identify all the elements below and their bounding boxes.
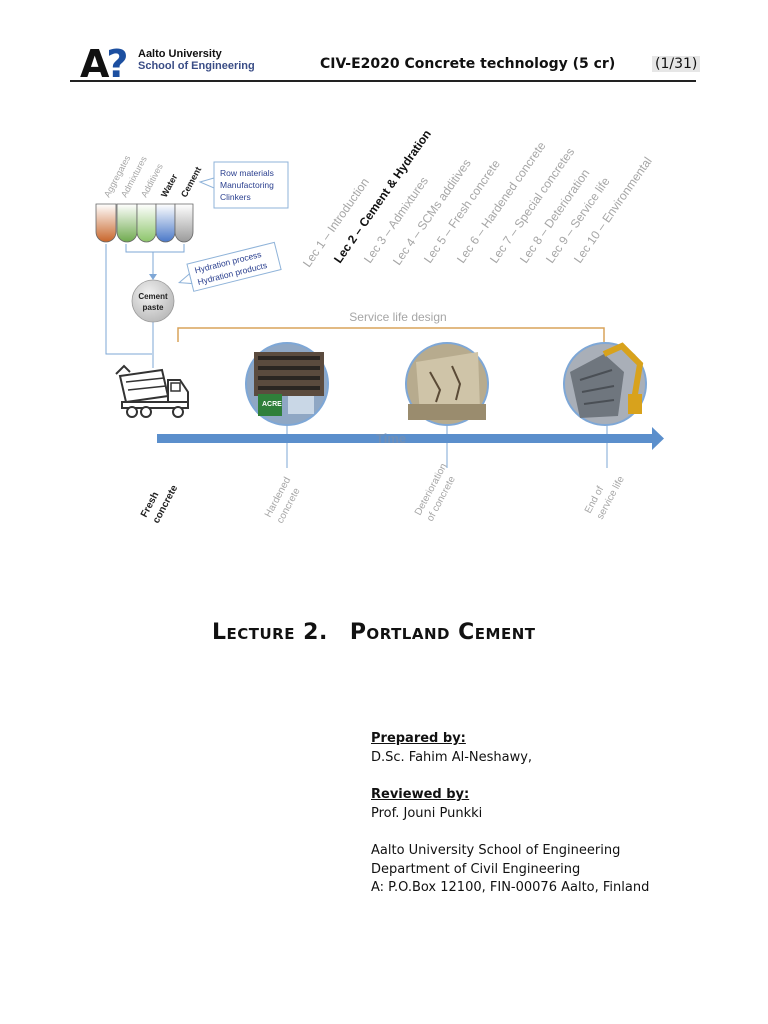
raw-materials-box: Row materials Manufactoring Clinkers [200, 162, 288, 208]
ingredient-containers [96, 204, 193, 242]
end-of-service-life-photo [564, 343, 646, 468]
prepared-by-label: Prepared by: [371, 730, 649, 749]
lecture-name: Portland Cement [350, 620, 536, 645]
address-line: A: P.O.Box 12100, FIN-00076 Aalto, Finla… [371, 879, 649, 898]
deterioration-photo [406, 343, 488, 468]
service-life-bracket: Service life design [178, 310, 604, 342]
address-line: Aalto University School of Engineering [371, 842, 649, 861]
service-life-label: Service life design [349, 310, 446, 324]
stage-labels: Fresh concrete Hardened concrete Deterio… [139, 462, 627, 526]
lecture-list: Lec 1 – Introduction Lec 2 – Cement & Hy… [300, 127, 655, 270]
address-line: Department of Civil Engineering [371, 861, 649, 880]
raw-box-line: Manufactoring [220, 180, 274, 190]
cement-paste-label: paste [143, 303, 164, 312]
water-container [156, 204, 175, 242]
cement-paste-node: Cement paste [132, 280, 174, 322]
cement-container [175, 204, 193, 242]
reviewed-by-name: Prof. Jouni Punkki [371, 805, 649, 824]
credits-block: Prepared by: D.Sc. Fahim Al-Neshawy, Rev… [371, 730, 649, 898]
hydration-box: Hydration process Hydration products [175, 242, 281, 294]
bottom-bracket [126, 244, 184, 252]
additives-container [137, 204, 156, 242]
ingredient-label: Water [159, 172, 180, 199]
cement-paste-label: Cement [138, 292, 168, 301]
prepared-by-name: D.Sc. Fahim Al-Neshawy, [371, 749, 649, 768]
raw-box-line: Clinkers [220, 192, 251, 202]
lecture-number: Lecture 2. [212, 620, 328, 645]
admixtures-container [117, 204, 137, 242]
hardened-concrete-photo: ACRE [246, 343, 328, 468]
raw-box-line: Row materials [220, 168, 274, 178]
time-axis: Time [157, 427, 664, 450]
lecture-title: Lecture 2. Portland Cement [212, 620, 535, 645]
ingredient-labels: Aggregates Admixtures Additives Water Ce… [102, 153, 203, 199]
mixer-truck-icon [116, 366, 188, 417]
reviewed-by-label: Reviewed by: [371, 786, 649, 805]
sign-text: ACRE [262, 401, 282, 408]
course-overview-diagram: Aggregates Admixtures Additives Water Ce… [0, 0, 768, 560]
aggregates-container [96, 204, 116, 242]
time-label: Time [376, 431, 406, 446]
